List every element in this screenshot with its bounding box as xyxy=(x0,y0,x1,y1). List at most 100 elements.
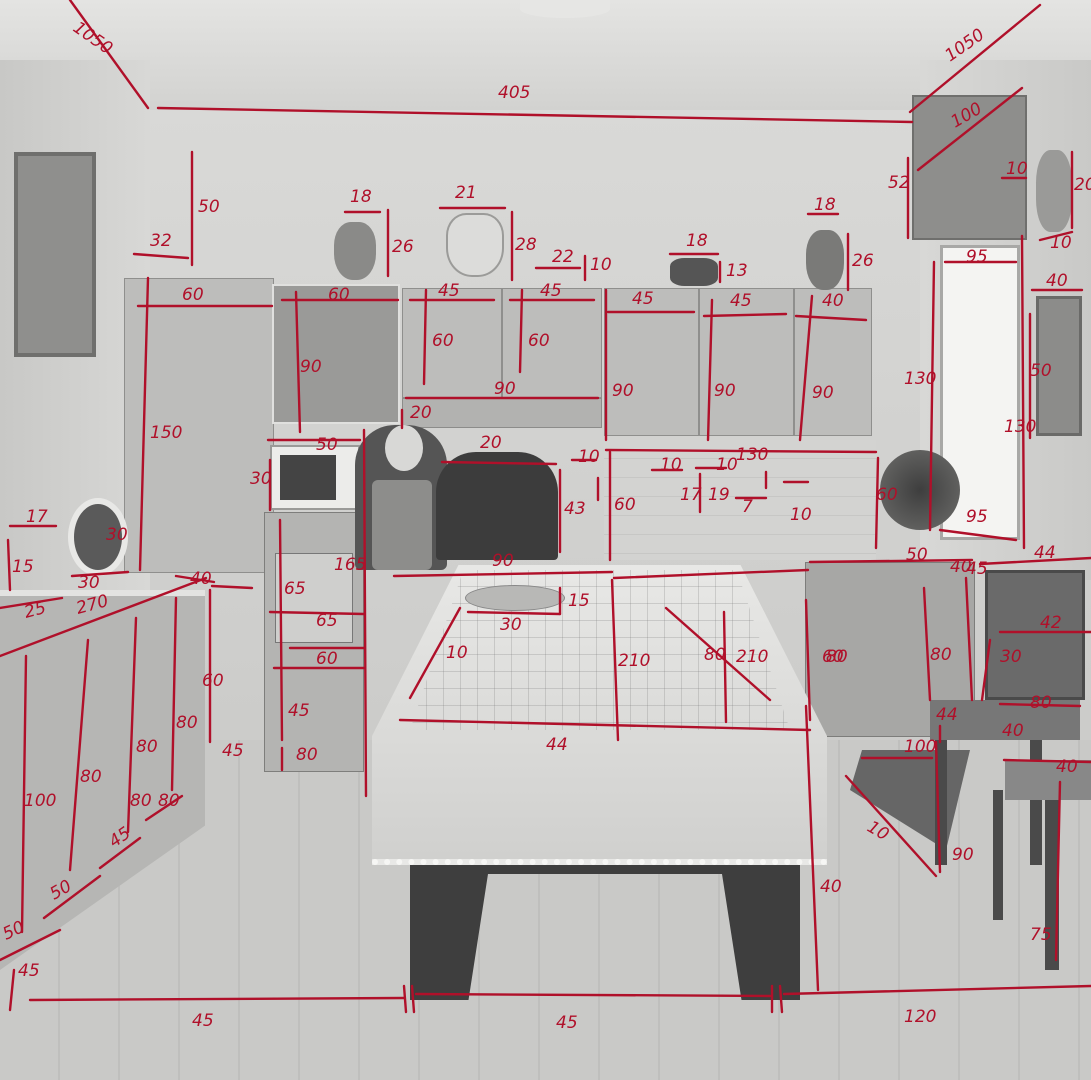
dimension-label: 50 xyxy=(1030,361,1052,381)
dimension-label: 45 xyxy=(730,291,752,311)
dimension-label: 30 xyxy=(78,573,100,593)
dimension-label: 40 xyxy=(822,291,844,311)
dimension-label: 75 xyxy=(1030,925,1052,945)
dimension-label: 44 xyxy=(546,735,568,755)
dimension-label: 17 xyxy=(680,485,702,505)
dimension-lines xyxy=(0,0,1091,1014)
dimension-label: 40 xyxy=(1002,721,1024,741)
dimension-label: 50 xyxy=(906,545,928,565)
dimension-label: 44 xyxy=(936,705,958,725)
dimension-label: 45 xyxy=(18,961,40,981)
wall-picture-left xyxy=(14,152,96,357)
dimension-label: 80 xyxy=(296,745,318,765)
microwave-door xyxy=(280,455,336,500)
dimension-label: 10 xyxy=(716,455,738,475)
dimension-label: 20 xyxy=(480,433,502,453)
dimension-label: 28 xyxy=(515,235,537,255)
dimension-label: 10 xyxy=(790,505,812,525)
dimension-label: 30 xyxy=(500,615,522,635)
dimension-label: 45 xyxy=(966,559,988,579)
chair-right-back xyxy=(985,570,1085,700)
dimension-label: 40 xyxy=(950,557,972,577)
dimension-label: 80 xyxy=(1030,693,1052,713)
dimension-label: 30 xyxy=(106,525,128,545)
woman-head xyxy=(385,425,423,471)
dimension-label: 17 xyxy=(26,507,48,527)
dimension-label: 50 xyxy=(47,876,76,904)
dimension-label: 80 xyxy=(176,713,198,733)
dimension-label: 165 xyxy=(334,555,366,575)
dimension-label: 45 xyxy=(556,1013,578,1033)
tablecloth xyxy=(372,565,827,865)
dimension-label: 150 xyxy=(150,423,182,443)
dimension-label: 60 xyxy=(328,285,350,305)
dimension-label: 45 xyxy=(632,289,654,309)
dimension-label: 45 xyxy=(192,1011,214,1031)
dimension-label: 210 xyxy=(736,647,768,667)
dimension-label: 60 xyxy=(432,331,454,351)
dimension-label: 405 xyxy=(498,83,530,103)
dimension-label: 95 xyxy=(966,507,988,527)
pitcher xyxy=(446,213,504,277)
dimension-label: 20 xyxy=(1074,175,1091,195)
dimension-label: 100 xyxy=(948,99,986,133)
chair-front-seat xyxy=(1005,760,1091,800)
dimension-label: 120 xyxy=(904,1007,936,1027)
fruit-bowl xyxy=(465,585,565,611)
dimension-label: 10 xyxy=(590,255,612,275)
dimension-label: 60 xyxy=(614,495,636,515)
dimension-label: 50 xyxy=(316,435,338,455)
dimension-label: 13 xyxy=(726,261,748,281)
dimension-label: 26 xyxy=(852,251,874,271)
dimension-label: 40 xyxy=(1046,271,1068,291)
dimension-label: 80 xyxy=(136,737,158,757)
dimension-label: 100 xyxy=(904,737,936,757)
wall-cabinet-2 xyxy=(502,288,602,398)
dimension-label: 26 xyxy=(392,237,414,257)
dimension-label: 44 xyxy=(1034,543,1056,563)
dimension-label: 1050 xyxy=(941,25,988,66)
ceiling xyxy=(0,0,1091,110)
dimension-label: 90 xyxy=(612,381,634,401)
dimension-label: 42 xyxy=(1040,613,1062,633)
dimension-label: 80 xyxy=(826,647,848,667)
wall-boiler xyxy=(912,95,1027,240)
dimension-label: 52 xyxy=(888,173,910,193)
dimension-label: 210 xyxy=(618,651,650,671)
dimension-label: 65 xyxy=(316,611,338,631)
dimension-label: 60 xyxy=(822,647,844,667)
chair-leg xyxy=(1045,800,1059,970)
dimension-label: 15 xyxy=(12,557,34,577)
oven-door xyxy=(275,553,353,643)
dimension-label: 10 xyxy=(446,643,468,663)
dimension-label: 60 xyxy=(876,485,898,505)
dimension-label: 18 xyxy=(350,187,372,207)
desk-fan xyxy=(68,498,128,576)
dimension-label: 90 xyxy=(300,357,322,377)
dimension-label: 30 xyxy=(250,469,272,489)
dimension-label: 45 xyxy=(105,823,134,852)
dimension-label: 80 xyxy=(130,791,152,811)
house-plant xyxy=(880,450,960,530)
dimension-label: 80 xyxy=(158,791,180,811)
dimension-label: 90 xyxy=(952,845,974,865)
tiled-backsplash xyxy=(604,440,876,560)
chair-leg xyxy=(993,790,1003,920)
wall-picture-right xyxy=(1036,296,1082,436)
dimension-label: 40 xyxy=(820,877,842,897)
dimension-label: 60 xyxy=(202,671,224,691)
dimension-label: 95 xyxy=(966,247,988,267)
dimension-label: 270 xyxy=(74,591,111,619)
chair-back xyxy=(436,452,558,560)
dimension-label: 45 xyxy=(438,281,460,301)
tall-cabinet xyxy=(124,278,274,573)
vase-1 xyxy=(334,222,376,280)
dimension-label: 60 xyxy=(528,331,550,351)
dimension-label: 50 xyxy=(198,197,220,217)
dimension-label: 100 xyxy=(24,791,56,811)
wall-cabinet-1 xyxy=(402,288,502,398)
pot xyxy=(670,258,718,286)
